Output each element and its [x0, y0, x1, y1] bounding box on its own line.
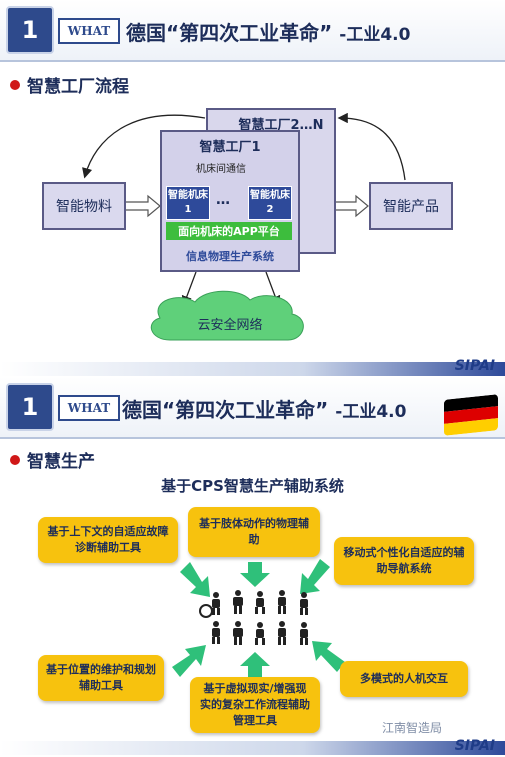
factory-2n-label: 智慧工厂2…N — [238, 118, 324, 133]
sipai-logo: SIPAI — [454, 738, 495, 754]
what-label: WHAT — [58, 395, 120, 421]
cps-label: 信息物理生产系统 — [186, 250, 274, 263]
footer-bar — [0, 741, 505, 755]
section-heading: 智慧生产 — [10, 447, 95, 472]
center-graphic — [172, 559, 345, 677]
title-main: 德国“第四次工业革命” — [126, 21, 333, 45]
footer-bar — [0, 362, 505, 376]
section-number: 1 — [6, 6, 54, 54]
slide-smart-production: 1 WHAT 德国“第四次工业革命” -工业4.0 智慧生产 基于CPS智慧生产… — [0, 377, 505, 757]
cloud-label: 云安全网络 — [197, 318, 263, 333]
slide-title: 德国“第四次工业革命” -工业4.0 — [122, 394, 406, 423]
title-sub: -工业4.0 — [339, 25, 411, 45]
slide-title: 德国“第四次工业革命” -工业4.0 — [126, 17, 410, 46]
bullet-icon — [10, 455, 20, 465]
factory-1-label: 智慧工厂1 — [199, 140, 261, 155]
box-navigation: 移动式个性化自适应的辅助导航系统 — [334, 537, 474, 585]
box-maintenance-planning: 基于位置的维护和规划辅助工具 — [38, 655, 164, 701]
machine-ellipsis: … — [216, 192, 230, 208]
slide-header: 1 WHAT 德国“第四次工业革命” -工业4.0 — [0, 0, 505, 62]
section-heading-text: 智慧生产 — [27, 452, 95, 472]
box-physical-assist: 基于肢体动作的物理辅助 — [188, 507, 320, 557]
smart-product-box: 智能产品 — [369, 182, 453, 230]
cps-system-title: 基于CPS智慧生产辅助系统 — [161, 477, 344, 495]
box-fault-diagnosis: 基于上下文的自适应故障诊断辅助工具 — [38, 517, 178, 563]
flow-connectors — [82, 112, 406, 341]
app-platform-bar: 面向机床的APP平台 — [166, 222, 292, 240]
box-hci: 多模式的人机交互 — [340, 661, 468, 697]
watermark: 江南智造局 — [382, 721, 443, 735]
section-heading-text: 智慧工厂流程 — [27, 77, 129, 97]
title-main: 德国“第四次工业革命” — [122, 398, 329, 422]
smart-material-box: 智能物料 — [42, 182, 126, 230]
slide-header: 1 WHAT 德国“第四次工业革命” -工业4.0 — [0, 377, 505, 439]
title-sub: -工业4.0 — [335, 402, 407, 422]
slide-smart-factory-flow: 1 WHAT 德国“第四次工业革命” -工业4.0 智慧工厂流程 — [0, 0, 505, 377]
sipai-logo: SIPAI — [454, 358, 495, 374]
bullet-icon — [10, 80, 20, 90]
comm-label: 机床间通信 — [196, 164, 246, 175]
box-vr-ar-workflow: 基于虚拟现实/增强现实的复杂工作流程辅助管理工具 — [190, 677, 320, 733]
section-number: 1 — [6, 383, 54, 431]
green-arrows — [172, 559, 345, 677]
worker-icons — [199, 590, 308, 645]
what-label: WHAT — [58, 18, 120, 44]
cloud-shape — [150, 290, 304, 341]
section-heading: 智慧工厂流程 — [10, 72, 129, 97]
machine-1: 智能机床1 — [166, 186, 210, 220]
machine-2: 智能机床2 — [248, 186, 292, 220]
